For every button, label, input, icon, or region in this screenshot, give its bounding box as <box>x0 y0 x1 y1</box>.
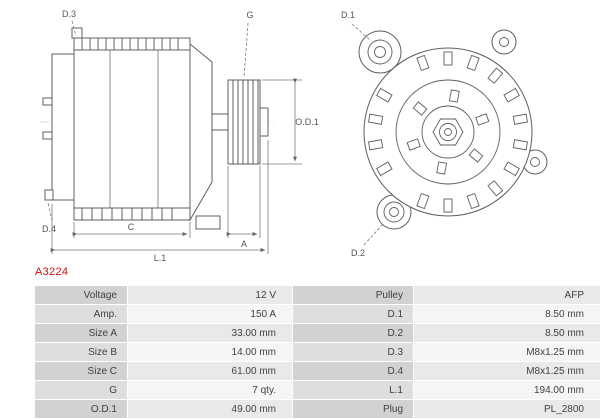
spec-value: M8x1.25 mm <box>414 362 600 380</box>
alternator-side-view-drawing: D.3 G O.D.1 D.4 C A L.1 <box>40 9 319 263</box>
alternator-body-outline <box>42 27 229 230</box>
spec-label: D.2 <box>293 324 413 342</box>
spec-label: Size B <box>35 343 127 361</box>
part-number: A3224 <box>35 266 69 278</box>
spec-label: D.3 <box>293 343 413 361</box>
rear-view-labels: D.1 D.2 <box>341 10 365 258</box>
spec-label: G <box>35 381 127 399</box>
spec-value: 7 qty. <box>128 381 292 399</box>
spec-value: AFP <box>414 286 600 304</box>
dim-label-d3: D.3 <box>62 9 76 19</box>
spec-label: Voltage <box>35 286 127 304</box>
spec-table: Voltage 12 V Pulley AFP Amp. 150 A D.1 8… <box>35 286 600 418</box>
spec-value: PL_2800 <box>414 400 600 418</box>
spec-value: 150 A <box>128 305 292 323</box>
pulley <box>227 79 269 165</box>
dim-label-c: C <box>128 222 135 232</box>
dim-label-d2: D.2 <box>351 248 365 258</box>
spec-value: 194.00 mm <box>414 381 600 399</box>
dimension-lines <box>47 20 302 254</box>
spec-value: M8x1.25 mm <box>414 343 600 361</box>
spec-value: 61.00 mm <box>128 362 292 380</box>
spec-label: Pulley <box>293 286 413 304</box>
spec-label: Plug <box>293 400 413 418</box>
spec-label: L.1 <box>293 381 413 399</box>
spec-value: 49.00 mm <box>128 400 292 418</box>
dim-label-l1: L.1 <box>154 253 167 263</box>
dim-label-g: G <box>246 10 253 20</box>
technical-drawings: D.3 G O.D.1 D.4 C A L.1 <box>40 9 548 263</box>
dim-label-od1: O.D.1 <box>295 117 319 127</box>
spec-value: 12 V <box>128 286 292 304</box>
spec-label: Amp. <box>35 305 127 323</box>
front-face-details <box>367 37 540 223</box>
mounting-hole-d2 <box>383 201 405 223</box>
spec-label: D.4 <box>293 362 413 380</box>
alternator-rear-view-drawing: D.1 D.2 <box>341 10 548 258</box>
dim-label-a: A <box>241 239 247 249</box>
rear-leader-lines <box>351 23 385 246</box>
spec-label: O.D.1 <box>35 400 127 418</box>
side-view-labels: D.3 G O.D.1 D.4 C A L.1 <box>42 9 319 263</box>
vent-slot-ring <box>367 51 529 213</box>
spec-value: 14.00 mm <box>128 343 292 361</box>
spec-label: Size C <box>35 362 127 380</box>
dim-label-d4: D.4 <box>42 224 56 234</box>
spec-value: 33.00 mm <box>128 324 292 342</box>
spec-label: Size A <box>35 324 127 342</box>
spec-label: D.1 <box>293 305 413 323</box>
spec-value: 8.50 mm <box>414 305 600 323</box>
spec-value: 8.50 mm <box>414 324 600 342</box>
mounting-hole-d1 <box>367 39 393 65</box>
dim-label-d1: D.1 <box>341 10 355 20</box>
